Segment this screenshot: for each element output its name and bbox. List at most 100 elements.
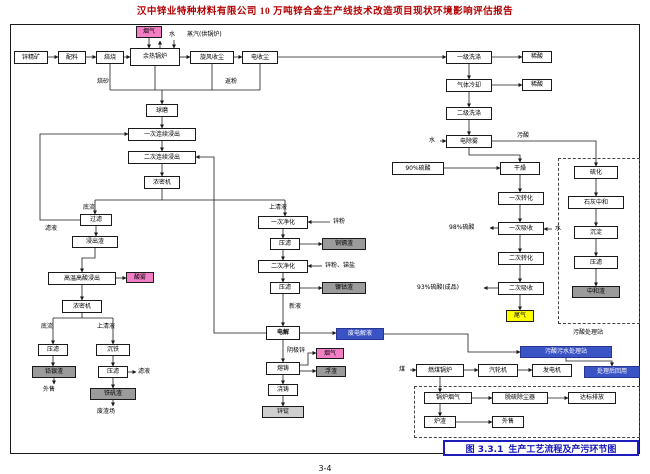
flow-node-scrub-1: 一级洗涤 [446, 51, 492, 64]
flow-node-electro-demister: 电除雾 [446, 135, 492, 148]
flow-node-sulfidation: 硫化 [574, 166, 618, 179]
flow-node-hot-acid-leach: 高温高酸浸出 [48, 272, 116, 285]
flow-edge [195, 155, 266, 334]
flow-node-coal-in: 煤 [399, 366, 406, 373]
flow-node-spent-electrolyte: 废电解液 [336, 328, 384, 340]
flow-node-sedimentation: 沉淀 [574, 226, 618, 239]
flow-edge [384, 333, 521, 354]
flow-node-lead-silver-residue: 铅银渣 [32, 366, 76, 378]
flow-node-thickener-1: 浓密机 [144, 176, 180, 189]
flow-node-acid-90: 90%硫酸 [392, 162, 444, 175]
flow-node-water-demister: 水 [429, 137, 436, 144]
flow-node-filter-1: 过滤 [80, 214, 112, 226]
flow-edge [565, 358, 614, 367]
flow-node-acid-station-label: 污酸处理站 [573, 329, 604, 336]
flow-node-return-dust: 返粉 [225, 78, 238, 85]
flow-node-leach-2: 二次连续浸出 [128, 151, 196, 164]
flow-node-dilute-acid-1: 稀酸 [522, 51, 552, 63]
flow-node-overflow-2: 上清液 [97, 323, 116, 330]
flow-node-batching: 配料 [58, 51, 86, 64]
flow-node-melting-casting: 熔铸 [266, 362, 300, 375]
flow-node-wastewater-station: 污酸污水处理站 [520, 346, 612, 358]
figure-caption: 图 3.3.1 生产工艺流程及产污环节图 [443, 440, 639, 456]
page-title: 汉中锌业特种材料有限公司 10 万吨锌合金生产线技术改造项目现状环境影响评估报告 [136, 7, 514, 17]
flow-node-pressfilter-p1: 压滤 [270, 238, 300, 250]
flow-node-waste-acid: 污酸 [517, 132, 530, 139]
flow-node-waste-heat-boiler: 余热锅炉 [130, 48, 180, 66]
flow-node-water-top: 水 [169, 31, 176, 38]
flow-node-water-absorb: 水 [555, 225, 562, 232]
flow-node-thickener-2: 浓密机 [62, 300, 102, 313]
flow-node-ball-mill: 球磨 [146, 104, 178, 117]
flow-node-cu-cd-residue: 铜镉渣 [322, 238, 366, 250]
flow-node-ni-co-residue: 镍钴渣 [322, 282, 366, 294]
flow-node-pressfilter-p2: 压滤 [270, 282, 300, 294]
flow-node-filtrate-2: 滤液 [138, 368, 151, 375]
flow-edge [80, 248, 96, 273]
flow-node-zinc-dust-sb-in: 锌粉、锑盐 [325, 262, 356, 269]
flow-node-roasting: 焙烧 [96, 51, 124, 64]
flow-node-melting-fume: 烟气 [316, 348, 344, 359]
flow-node-underflow-1: 底流 [83, 204, 96, 211]
flow-node-acid-98: 98%硫酸 [449, 224, 475, 231]
flow-node-iron-precip: 沉铁 [96, 344, 130, 356]
flow-node-lime-neutralize: 石灰中和 [568, 196, 624, 209]
boiler-dashed-box [414, 386, 640, 438]
flow-node-dross: 浮渣 [316, 366, 346, 377]
flow-node-drying-tower: 干燥 [500, 162, 540, 175]
flow-node-new-solution: 新液 [289, 303, 302, 310]
flow-node-desulf-dust-collector: 脱硫除尘器 [492, 392, 548, 404]
flow-node-cathode-zinc: 阴极锌 [287, 347, 306, 354]
flow-node-leach-residue: 浸出渣 [72, 236, 118, 248]
flow-node-tail-gas: 尾气 [506, 310, 534, 322]
flow-node-filtrate-1: 滤液 [45, 225, 58, 232]
flow-node-zinc-ingot: 锌锭 [262, 406, 304, 418]
flow-node-boiler-flue-gas: 锅炉烟气 [424, 392, 472, 404]
flow-node-steam-out: 蒸汽(供锅炉) [187, 31, 222, 38]
flow-node-acid-93-product: 93%硫酸(成品) [417, 284, 460, 291]
flow-node-standard-discharge: 达标排放 [568, 392, 616, 404]
flow-node-flue-gas-top: 烟气 [136, 26, 162, 38]
figure-caption-title: 生产工艺流程及产污环节图 [508, 444, 617, 455]
flow-node-jarosite-residue: 铁矾渣 [90, 388, 136, 400]
flow-node-scrub-2: 二级洗涤 [446, 107, 492, 120]
flow-node-acid-mist: 酸雾 [126, 272, 154, 283]
flow-node-electrolysis: 电解 [266, 326, 300, 340]
flow-node-sold-out-left: 外售 [43, 386, 56, 393]
flow-node-pressfilter-iron: 压滤 [98, 366, 128, 378]
flow-node-pressfilter-left: 压滤 [38, 344, 68, 356]
page-number: 3-4 [318, 464, 332, 473]
flow-node-purify-1: 一次净化 [258, 216, 308, 229]
flow-node-sold-out-slag: 外售 [492, 416, 524, 428]
flow-node-ingot-casting: 浇铸 [268, 384, 298, 396]
flow-node-absorption-1: 一次吸收 [498, 222, 544, 235]
flow-node-overflow-1: 上清液 [269, 204, 288, 211]
flow-node-cyclone-dust: 旋风收尘 [190, 51, 234, 64]
flow-node-gas-cooling: 气体冷却 [446, 79, 492, 92]
flow-node-dilute-acid-2: 稀酸 [522, 79, 552, 91]
flow-node-purify-2: 二次净化 [258, 260, 308, 273]
flow-node-conversion-1: 一次转化 [498, 192, 544, 205]
flow-node-coal-boiler: 燃煤锅炉 [416, 364, 464, 377]
flow-node-slag-yard: 废渣场 [97, 408, 116, 415]
figure-caption-label: 图 3.3.1 [465, 444, 504, 455]
flow-node-zinc-concentrate: 锌精矿 [14, 51, 48, 64]
flow-node-conversion-2: 二次转化 [498, 252, 544, 265]
flow-edge [300, 351, 317, 366]
flow-node-underflow-2: 底流 [41, 323, 54, 330]
flow-node-leach-1: 一次连续浸出 [128, 128, 196, 141]
flow-edge [468, 148, 522, 163]
flow-node-steam-turbine: 汽轮机 [478, 364, 518, 377]
flow-node-generator: 发电机 [532, 364, 572, 377]
flow-node-calcine: 焙砂 [97, 78, 110, 85]
flow-node-neutral-residue: 中和渣 [572, 286, 620, 298]
flow-edge [39, 132, 129, 221]
flow-node-boiler-slag: 炉渣 [424, 416, 456, 428]
flow-node-pressfilter-station: 压滤 [574, 256, 618, 269]
flow-node-esp: 电收尘 [242, 51, 278, 64]
flow-node-zinc-dust-in: 锌粉 [333, 218, 346, 225]
flow-edge [492, 140, 598, 167]
flow-node-absorption-2: 二次吸收 [498, 282, 544, 295]
